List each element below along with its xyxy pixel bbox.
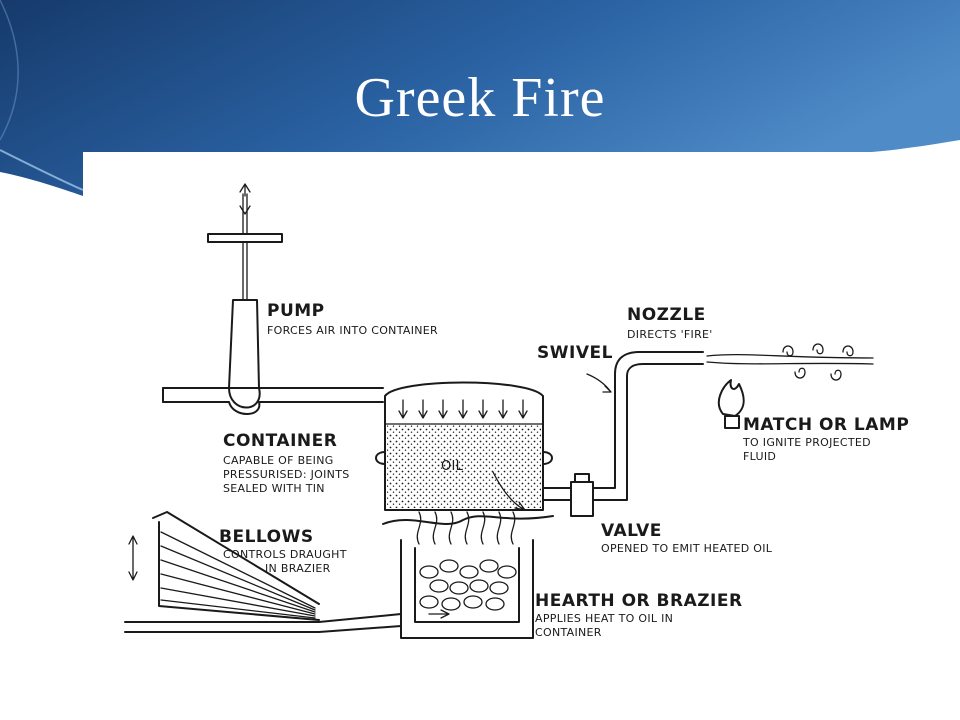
pump-label: PUMP FORCES AIR INTO CONTAINER bbox=[267, 301, 438, 337]
title-banner bbox=[0, 0, 960, 196]
swivel-label: SWIVEL bbox=[537, 343, 613, 363]
bellows-label: BELLOWS CONTROLS DRAUGHT IN BRAZIER bbox=[219, 527, 347, 575]
hearth-drawing bbox=[382, 511, 554, 639]
pump-label-title: PUMP bbox=[267, 301, 325, 321]
valve-label-title: VALVE bbox=[601, 521, 662, 541]
hearth-label-title: HEARTH OR BRAZIER bbox=[535, 591, 743, 611]
greek-fire-diagram: PUMP FORCES AIR INTO CONTAINER CONTAINER… bbox=[83, 152, 937, 652]
match-label-desc-1: TO IGNITE PROJECTED bbox=[742, 436, 871, 449]
diagram-canvas: PUMP FORCES AIR INTO CONTAINER CONTAINER… bbox=[124, 183, 909, 639]
hearth-label-desc-1: APPLIES HEAT TO OIL IN bbox=[535, 612, 673, 625]
oil-label: OIL bbox=[441, 459, 464, 474]
match-label-title: MATCH OR LAMP bbox=[743, 415, 909, 435]
bellows-drawing bbox=[124, 511, 402, 633]
nozzle-label-desc: DIRECTS 'FIRE' bbox=[627, 328, 713, 341]
match-label-desc-2: FLUID bbox=[743, 450, 776, 463]
bellows-label-desc-2: IN BRAZIER bbox=[265, 562, 331, 575]
pipe-and-nozzle-drawing bbox=[542, 343, 874, 517]
container-label-desc-1: CAPABLE OF BEING bbox=[223, 454, 334, 467]
nozzle-label: NOZZLE DIRECTS 'FIRE' bbox=[627, 305, 713, 341]
hearth-label-desc-2: CONTAINER bbox=[535, 626, 602, 639]
match-label: MATCH OR LAMP TO IGNITE PROJECTED FLUID bbox=[742, 415, 909, 463]
valve-label: VALVE OPENED TO EMIT HEATED OIL bbox=[601, 521, 773, 555]
slide-title: Greek Fire bbox=[354, 67, 606, 129]
pump-label-desc: FORCES AIR INTO CONTAINER bbox=[267, 324, 438, 337]
bellows-label-title: BELLOWS bbox=[219, 527, 314, 547]
container-label-title: CONTAINER bbox=[223, 431, 337, 451]
container-drawing bbox=[375, 381, 553, 511]
bellows-label-desc-1: CONTROLS DRAUGHT bbox=[223, 548, 347, 561]
container-label-desc-2: PRESSURISED: JOINTS bbox=[223, 468, 350, 481]
hearth-label: HEARTH OR BRAZIER APPLIES HEAT TO OIL IN… bbox=[535, 591, 743, 639]
valve-label-desc: OPENED TO EMIT HEATED OIL bbox=[601, 542, 773, 555]
container-label: CONTAINER CAPABLE OF BEING PRESSURISED: … bbox=[223, 431, 350, 495]
nozzle-label-title: NOZZLE bbox=[627, 305, 706, 325]
match-lamp-drawing bbox=[717, 379, 745, 429]
pump-drawing bbox=[162, 183, 384, 415]
container-label-desc-3: SEALED WITH TIN bbox=[223, 482, 325, 495]
